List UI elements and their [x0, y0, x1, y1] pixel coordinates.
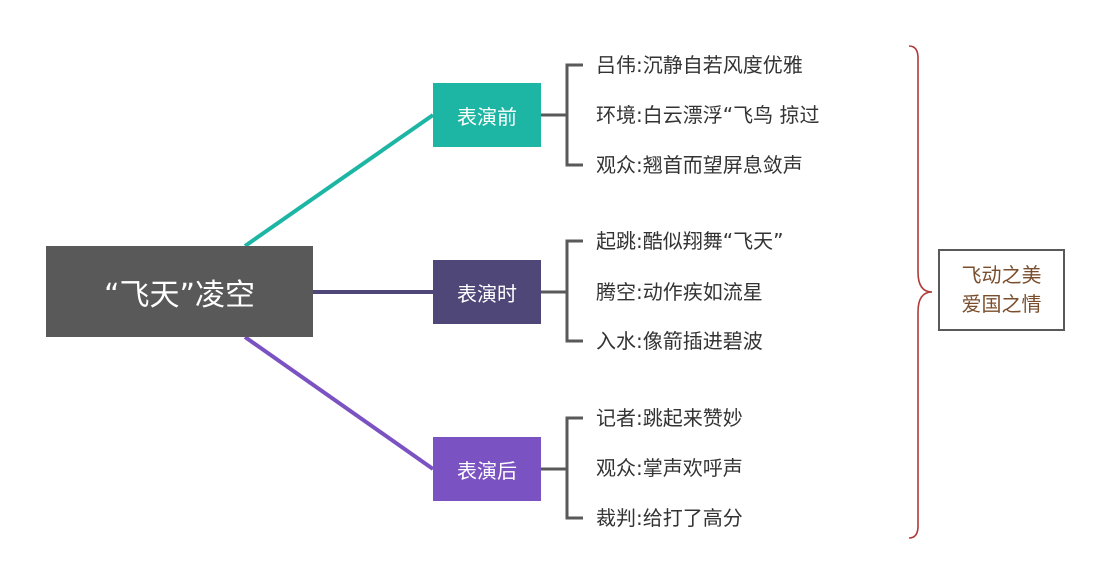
summary-box: 飞动之美 爱国之情 [938, 249, 1065, 331]
root-label: “飞天”凌空 [103, 277, 256, 313]
leaf-item: 观众:翘首而望屏息敛声 [596, 153, 803, 177]
leaf-item: 入水:像箭插进碧波 [596, 329, 763, 353]
branch-before-bracket [541, 63, 583, 167]
branch-after-bracket [541, 416, 583, 520]
root-node: “飞天”凌空 [46, 246, 313, 337]
branch-node-before: 表演前 [433, 83, 541, 147]
leaf-item: 腾空:动作疾如流星 [596, 280, 763, 304]
leaf-item: 吕伟:沉静自若风度优雅 [596, 53, 803, 77]
branch-during-bracket [541, 239, 583, 343]
root-to-before-line [243, 113, 435, 248]
leaf-item: 起跳:酷似翔舞“飞天” [596, 229, 784, 253]
leaf-item: 观众:掌声欢呼声 [596, 456, 743, 480]
leaf-item: 裁判:给打了高分 [596, 506, 743, 530]
branch-label: 表演前 [457, 104, 517, 129]
branch-node-after: 表演后 [433, 437, 541, 501]
branch-label: 表演时 [457, 281, 517, 306]
summary-line-2: 爱国之情 [961, 292, 1042, 316]
leaf-item: 记者:跳起来赞妙 [596, 406, 743, 430]
root-to-after-line [243, 335, 435, 471]
summary-brace [908, 45, 933, 539]
branch-label: 表演后 [457, 458, 517, 483]
leaf-item: 环境:白云漂浮“飞鸟 掠过 [596, 103, 820, 127]
summary-line-1: 飞动之美 [961, 263, 1042, 287]
branch-node-during: 表演时 [433, 260, 541, 324]
